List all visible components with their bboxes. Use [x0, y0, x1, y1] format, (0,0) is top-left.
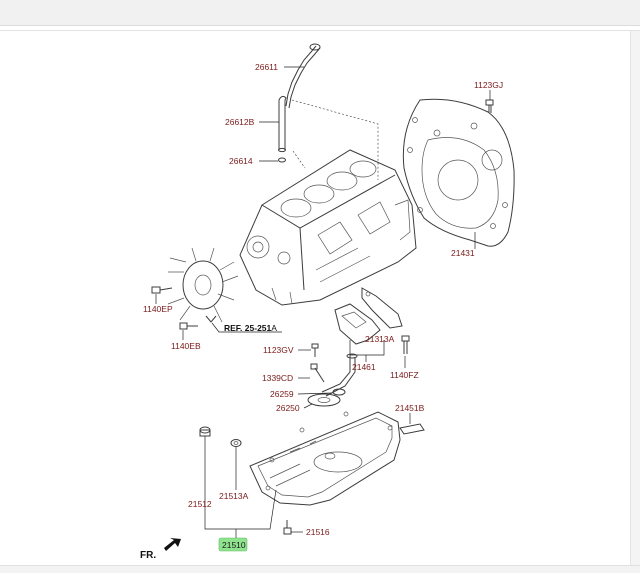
bolt-1140FZ[interactable]	[401, 335, 410, 354]
label-21313A[interactable]: 21313A	[365, 334, 395, 344]
front-label: FR.	[140, 550, 156, 561]
dipstick-assembly[interactable]	[278, 43, 321, 163]
bolt-1140EB[interactable]	[179, 322, 198, 330]
label-21510-highlighted[interactable]: 21510	[218, 537, 248, 552]
bracket-21313A[interactable]	[361, 287, 403, 329]
label-1140FZ[interactable]: 1140FZ	[390, 370, 419, 380]
oil-strainer[interactable]	[307, 353, 358, 407]
label-21510[interactable]: 21510	[222, 540, 246, 550]
bolt-1140EP[interactable]	[151, 286, 173, 294]
label-21451B[interactable]: 21451B	[395, 403, 425, 413]
label-26611[interactable]: 26611	[255, 62, 278, 72]
highlight-box	[218, 537, 248, 552]
oil-pan[interactable]	[249, 411, 401, 506]
label-1339CD[interactable]: 1339CD	[262, 373, 293, 383]
cylinder-block[interactable]	[239, 149, 417, 306]
label-21516[interactable]: 21516	[306, 527, 330, 537]
label-26612B[interactable]: 26612B	[225, 117, 255, 127]
label-1140EP[interactable]: 1140EP	[143, 304, 173, 314]
reference-label[interactable]: REF. 25-251A	[224, 323, 277, 333]
label-21431[interactable]: 21431	[451, 248, 475, 258]
horizontal-scrollbar[interactable]	[0, 565, 640, 573]
bolt-1123GV[interactable]	[311, 343, 319, 357]
label-1123GV[interactable]: 1123GV	[263, 345, 294, 355]
divider	[0, 30, 640, 31]
bracket-21451B[interactable]	[399, 423, 425, 435]
bolt-1123GJ[interactable]	[485, 99, 494, 113]
bolt-1339CD[interactable]	[310, 363, 325, 383]
cooling-fan[interactable]	[167, 247, 239, 323]
gasket-21513A[interactable]	[230, 439, 242, 447]
front-direction-arrow	[164, 538, 181, 551]
label-21512[interactable]: 21512	[188, 499, 212, 509]
label-26250[interactable]: 26250	[276, 403, 300, 413]
vertical-scrollbar[interactable]	[630, 31, 640, 571]
label-26614[interactable]: 26614	[229, 156, 253, 166]
label-26259[interactable]: 26259	[270, 389, 294, 399]
label-1123GJ[interactable]: 1123GJ	[474, 80, 503, 90]
label-1140EB[interactable]: 1140EB	[171, 341, 201, 351]
label-21513A[interactable]: 21513A	[219, 491, 249, 501]
label-21461[interactable]: 21461	[352, 362, 376, 372]
top-toolbar	[0, 0, 640, 26]
bolt-21516[interactable]	[283, 520, 292, 535]
rear-plate[interactable]	[402, 98, 515, 247]
drain-plug-21512[interactable]	[199, 426, 211, 437]
gasket-26259[interactable]	[332, 388, 346, 396]
oil-baffle[interactable]	[334, 303, 381, 345]
